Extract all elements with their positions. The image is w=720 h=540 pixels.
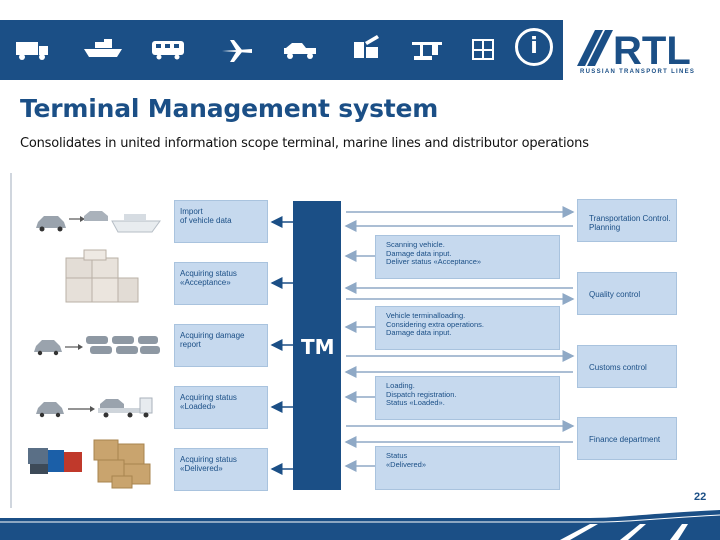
page-title: Terminal Management system xyxy=(20,94,439,123)
tm-label: TM xyxy=(301,335,335,359)
info-icon[interactable]: i xyxy=(515,28,553,66)
left-step-loaded: Acquiring status «Loaded» xyxy=(174,386,268,429)
footer-road-graphic xyxy=(0,510,720,540)
right-step-label: Transportation Control. Planning xyxy=(589,214,671,232)
truck-icon xyxy=(16,42,48,60)
left-step-label: Acquiring status «Delivered» xyxy=(180,455,237,473)
car-carrier-icon xyxy=(284,43,316,59)
left-step-label: Acquiring status «Loaded» xyxy=(180,393,237,411)
car-to-truck-picture xyxy=(36,397,153,418)
crane-icon xyxy=(412,42,442,60)
middle-step-status-delivered: Status «Delivered» xyxy=(375,446,560,490)
middle-step-label: Status «Delivered» xyxy=(386,451,427,469)
left-step-delivered: Acquiring status «Delivered» xyxy=(174,448,268,491)
right-step-label: Customs control xyxy=(589,363,647,372)
middle-step-loading: Loading. Dispatch registration. Status «… xyxy=(375,376,560,420)
left-step-label: Acquiring status «Acceptance» xyxy=(180,269,237,287)
right-step-finance-department: Finance department xyxy=(577,417,677,460)
page-subtitle: Consolidates in united information scope… xyxy=(20,136,589,151)
airplane-icon xyxy=(222,40,252,62)
delivery-boxes-picture xyxy=(28,439,151,489)
middle-step-terminal-loading: Vehicle terminalloading. Considering ext… xyxy=(375,306,560,350)
car-to-lot-picture xyxy=(34,336,160,356)
right-step-transportation-control: Transportation Control. Planning xyxy=(577,199,677,242)
building-icon xyxy=(472,39,494,60)
left-step-acceptance: Acquiring status «Acceptance» xyxy=(174,262,268,305)
right-step-label: Quality control xyxy=(589,290,641,299)
train-icon xyxy=(152,41,184,60)
tm-block: TM xyxy=(293,201,341,490)
warehouse-icon xyxy=(354,35,379,58)
left-step-damage-report: Acquiring damage report xyxy=(174,324,268,367)
middle-step-label: Loading. Dispatch registration. Status «… xyxy=(386,381,457,407)
middle-step-scanning: Scanning vehicle. Damage data input. Del… xyxy=(375,235,560,279)
left-step-label: Acquiring damage report xyxy=(180,331,245,349)
page-number: 22 xyxy=(694,491,707,503)
header-icons xyxy=(16,35,494,62)
car-to-ship-picture xyxy=(36,211,161,233)
right-step-label: Finance department xyxy=(589,435,661,444)
middle-step-label: Scanning vehicle. Damage data input. Del… xyxy=(386,240,482,266)
ship-icon xyxy=(84,39,122,57)
logo-subtitle: RUSSIAN TRANSPORT LINES xyxy=(580,69,696,75)
rtl-logo: RTL xyxy=(577,29,691,73)
containers-picture xyxy=(65,249,139,303)
logo-text: RTL xyxy=(613,29,691,73)
middle-step-label: Vehicle terminalloading. Considering ext… xyxy=(386,311,484,337)
right-step-quality-control: Quality control xyxy=(577,272,677,315)
left-step-label: Import of vehicle data xyxy=(180,207,232,225)
right-step-customs-control: Customs control xyxy=(577,345,677,388)
left-step-import: Import of vehicle data xyxy=(174,200,268,243)
